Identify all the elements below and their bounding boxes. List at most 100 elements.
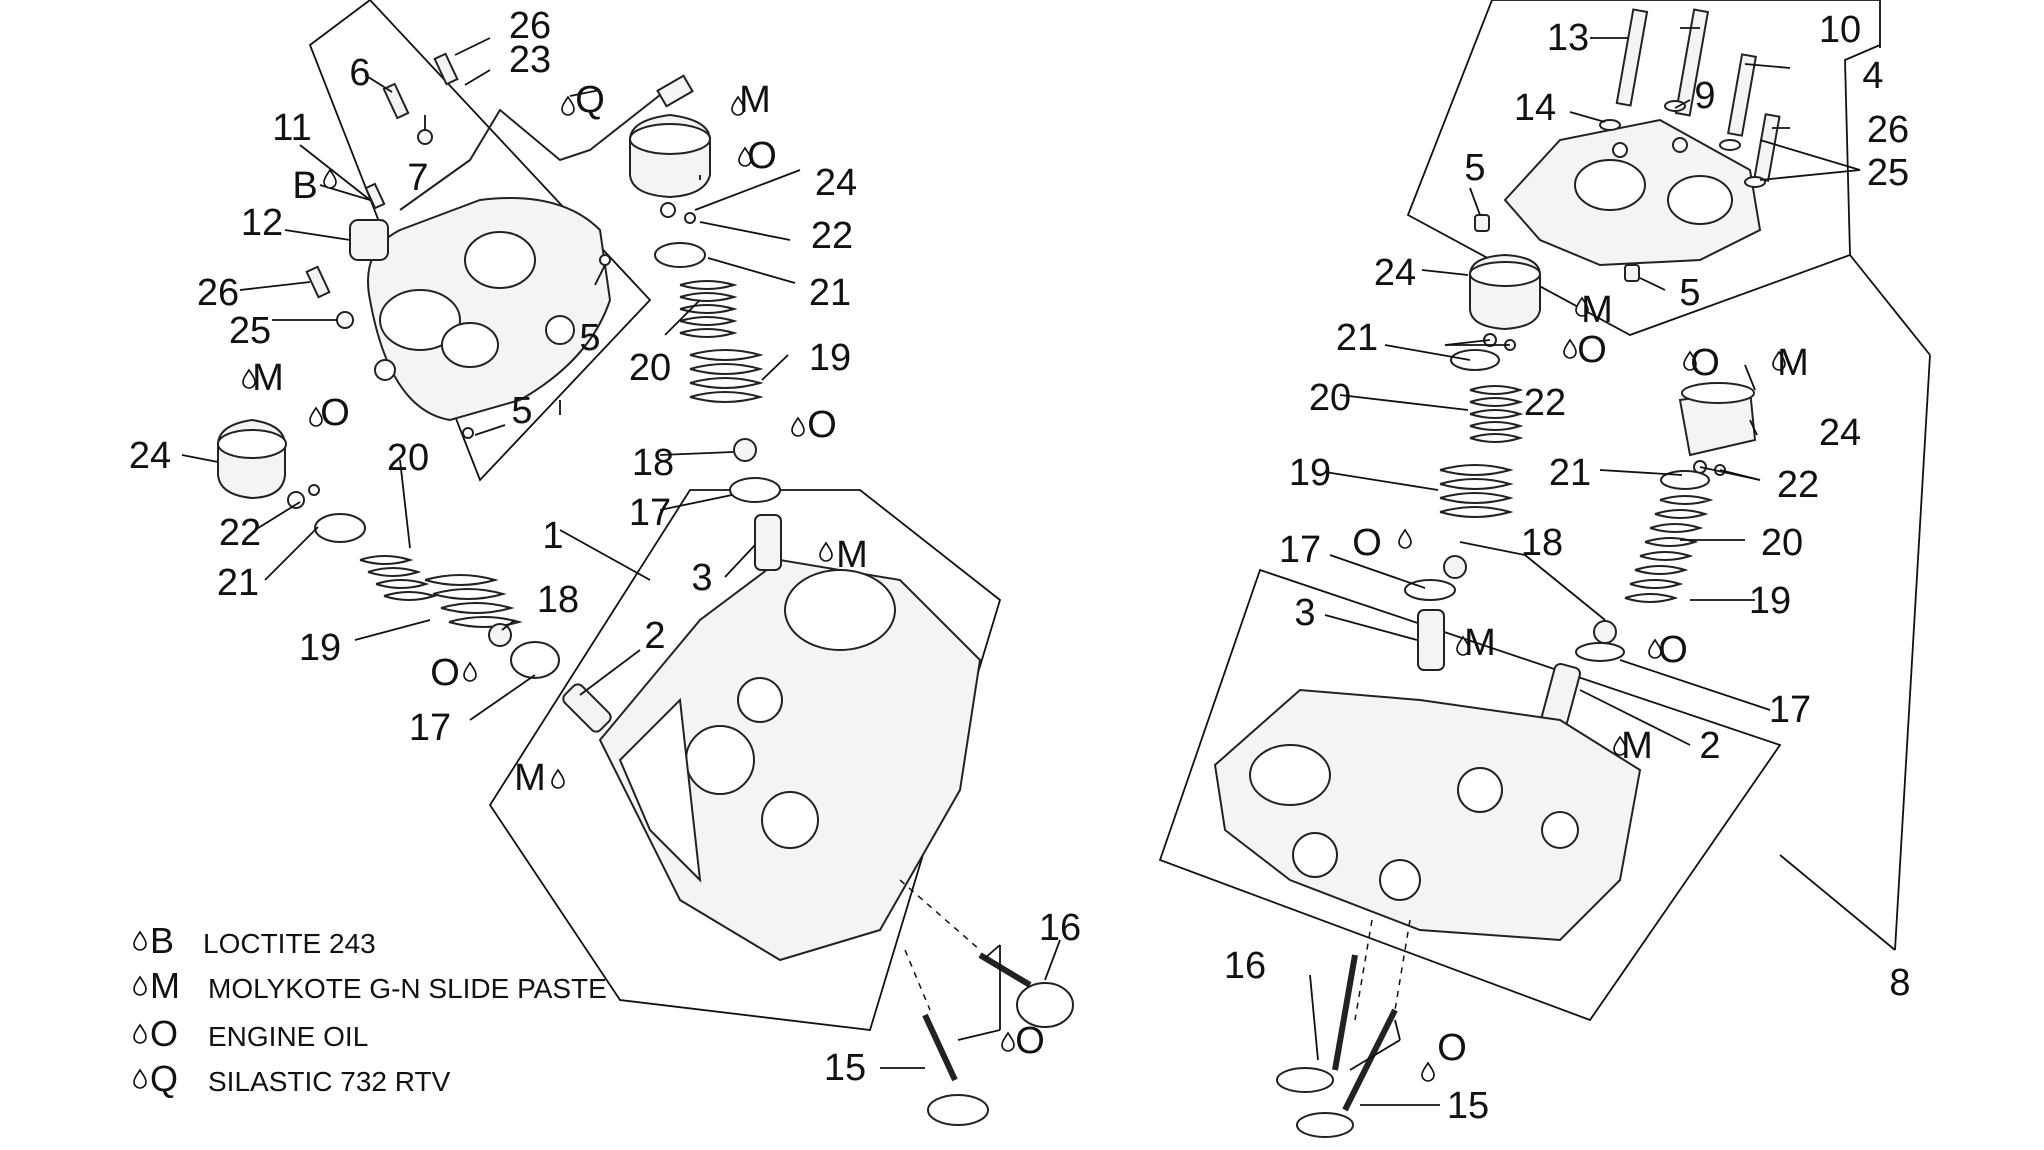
callout: 8	[1889, 962, 1910, 1004]
callout: 5	[1679, 272, 1700, 314]
callout: Q	[575, 79, 605, 121]
callout: M	[1464, 622, 1496, 664]
callout: 17	[409, 707, 451, 749]
callout: O	[1352, 522, 1382, 564]
legend-text: MOLYKOTE G-N SLIDE PASTE	[208, 973, 607, 1004]
callout: 20	[629, 347, 671, 389]
left-valve-train-lower	[217, 418, 560, 679]
legend-text: SILASTIC 732 RTV	[208, 1066, 451, 1097]
callout: 18	[1521, 522, 1563, 564]
right-cam-carrier-frame	[1406, 0, 1881, 336]
callout: 21	[1336, 317, 1378, 359]
callout: 21	[217, 562, 259, 604]
right-cylinder-head	[1213, 688, 1642, 942]
callout: 21	[809, 272, 851, 314]
legend-row-q: Q SILASTIC 732 RTV	[133, 1058, 451, 1099]
callout: 11	[272, 107, 311, 149]
oil-drop-symbols	[242, 95, 1786, 1082]
right-head-frame	[1158, 568, 1782, 1022]
callout: 22	[1524, 382, 1566, 424]
left-cylinder-head	[598, 558, 982, 962]
callout: O	[807, 404, 837, 446]
left-head-frame	[488, 489, 1002, 1031]
callout: O	[1690, 342, 1720, 384]
callout: 17	[1769, 689, 1811, 731]
right-valve-train-right	[1541, 382, 1757, 727]
callout: 19	[299, 627, 341, 669]
left-leader-lines	[181, 37, 1061, 1069]
callout: 21	[1549, 452, 1591, 494]
callout: 7	[407, 157, 428, 199]
callout: 19	[1289, 452, 1331, 494]
right-assembly	[1158, 0, 1931, 1138]
callout: 9	[1694, 75, 1715, 117]
legend-symbol: B	[150, 920, 174, 961]
callout: M	[1621, 725, 1653, 767]
callout-labels: 26 23 6 Q M 11 7 O 24 B 12 22 21 26 25 5…	[129, 5, 1911, 1127]
callout: 24	[129, 435, 171, 477]
callout: 1	[542, 515, 563, 557]
legend-symbol: M	[150, 965, 180, 1006]
callout: O	[1577, 329, 1607, 371]
callout: M	[514, 757, 546, 799]
left-small-parts	[305, 52, 611, 439]
callout: 22	[1777, 464, 1819, 506]
lubricant-legend: B LOCTITE 243 M MOLYKOTE G-N SLIDE PASTE…	[133, 920, 607, 1099]
left-assembly	[181, 0, 1074, 1126]
right-bolts	[1599, 8, 1781, 188]
legend-row-o: O ENGINE OIL	[133, 1013, 368, 1054]
callout: 17	[1279, 529, 1321, 571]
right-valve-train-left	[1404, 253, 1541, 671]
callout: 15	[1447, 1085, 1489, 1127]
callout: 19	[809, 337, 851, 379]
callout: 19	[1749, 580, 1791, 622]
callout: 20	[1309, 377, 1351, 419]
callout: 26	[1867, 109, 1909, 151]
legend-symbol: O	[150, 1013, 178, 1054]
legend-row-m: M MOLYKOTE G-N SLIDE PASTE	[133, 965, 607, 1006]
callout: 24	[1819, 412, 1861, 454]
callout: 4	[1862, 55, 1883, 97]
callout: O	[320, 392, 350, 434]
right-leader-lines	[1309, 27, 1861, 1106]
callout: 20	[1761, 522, 1803, 564]
callout: 2	[644, 615, 665, 657]
callout: 12	[241, 202, 283, 244]
callout: 25	[229, 310, 271, 352]
callout: 14	[1514, 87, 1556, 129]
left-oil-pipe	[399, 94, 661, 211]
callout: 26	[509, 5, 551, 47]
callout: 5	[511, 390, 532, 432]
callout: 3	[1294, 592, 1315, 634]
callout: M	[836, 534, 868, 576]
callout: 5	[1464, 147, 1485, 189]
callout: 10	[1819, 9, 1861, 51]
callout: O	[1015, 1020, 1045, 1062]
callout: 25	[1867, 152, 1909, 194]
legend-symbol: Q	[150, 1058, 178, 1099]
callout: M	[739, 79, 771, 121]
callout: 2	[1699, 725, 1720, 767]
callout: 22	[811, 215, 853, 257]
callout: 17	[629, 492, 671, 534]
callout: 18	[632, 442, 674, 484]
callout: 24	[1374, 252, 1416, 294]
left-valve-train-upper	[562, 113, 782, 733]
callout: 13	[1547, 17, 1589, 59]
callout: O	[747, 135, 777, 177]
callout: M	[1777, 342, 1809, 384]
left-valves	[899, 879, 1074, 1126]
callout: 18	[537, 579, 579, 621]
callout: 24	[815, 162, 857, 204]
legend-text: ENGINE OIL	[208, 1021, 368, 1052]
callout: O	[1658, 629, 1688, 671]
callout: 26	[197, 272, 239, 314]
callout: O	[430, 652, 460, 694]
callout: 20	[387, 437, 429, 479]
callout: 23	[509, 39, 551, 81]
right-cam-carrier	[1474, 118, 1762, 282]
callout: M	[252, 357, 284, 399]
callout: B	[292, 165, 317, 207]
right-valves	[1276, 919, 1411, 1138]
